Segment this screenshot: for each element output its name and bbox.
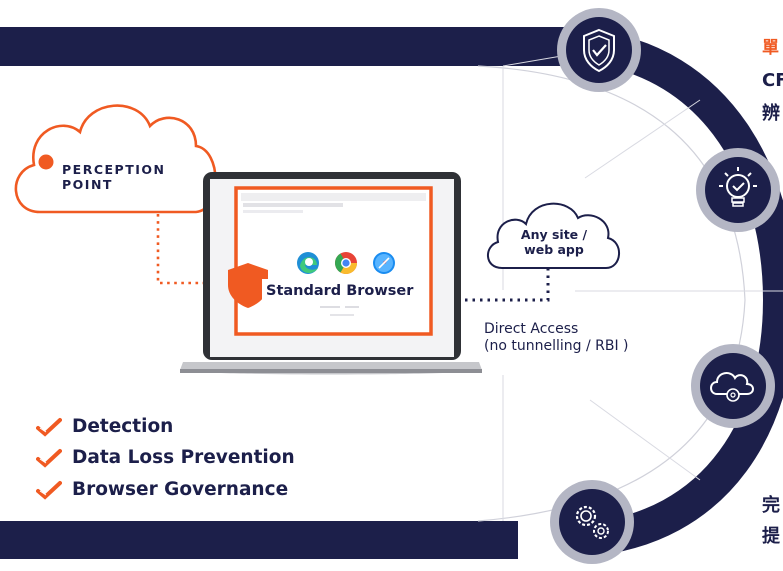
shield-badge-icon [228,263,268,308]
perception-point-label: PERCEPTION POINT [62,162,165,192]
edge-browser-icon [297,252,319,274]
navy-arc [580,29,783,557]
shield-check-icon [557,8,641,92]
right-top-line2: 辨 [762,103,780,124]
site-cloud [487,202,620,269]
gears-icon [550,480,634,564]
feature-item: Browser Governance [36,479,288,500]
site-cloud-line2: web app [524,242,584,257]
right-bottom-line2: 提 [762,526,780,547]
check-icon [36,480,62,500]
check-icon [36,417,62,437]
inner-gray-arc [477,65,746,522]
divider-diag-3 [589,399,701,481]
check-icon [36,448,62,468]
right-top-line1: CF [762,70,783,91]
site-cloud-label: Any site / web app [500,227,608,257]
browser-label-bar [262,279,418,306]
direct-access-label: Direct Access (no tunnelling / RBI ) [484,321,629,355]
perception-point-line2: POINT [62,177,113,192]
safari-browser-icon [373,252,395,274]
browser-label: Standard Browser [266,283,414,299]
bottom-navy-bar [0,521,518,559]
feature-label: Detection [72,416,174,437]
chrome-browser-icon [335,252,357,274]
right-top-title: 單 [762,38,779,58]
feature-label: Data Loss Prevention [72,447,295,468]
laptop [180,172,482,375]
browser-window [234,186,433,336]
direct-access-line2: (no tunnelling / RBI ) [484,338,629,354]
direct-access-line1: Direct Access [484,321,579,337]
site-cloud-line1: Any site / [520,227,588,242]
feature-item: Detection [36,416,173,437]
feature-item: Data Loss Prevention [36,447,295,468]
orange-dotted-connector [156,214,240,285]
cloud-gear-icon [691,344,775,428]
feature-label: Browser Governance [72,479,289,500]
navy-dotted-connector [460,268,550,302]
lightbulb-check-icon [696,148,780,232]
perception-point-cloud [14,104,217,214]
right-bottom-line1: 完 [762,495,780,516]
top-navy-bar [0,27,585,66]
divider-diag-2 [584,99,701,179]
perception-point-line1: PERCEPTION [62,162,166,177]
inner-arc-line [0,95,12,100]
